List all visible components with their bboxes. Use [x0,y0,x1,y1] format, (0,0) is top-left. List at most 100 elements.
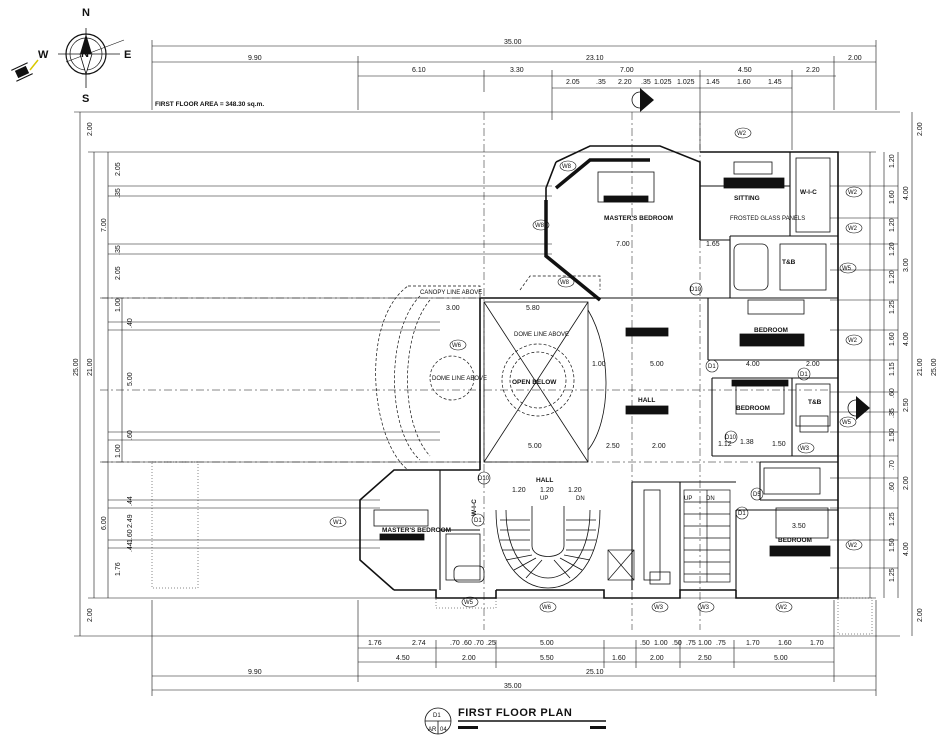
window-tag: W3 [797,442,815,454]
dim-right-in-15: 1.50 [889,538,896,552]
dim-left-in-12: 1.60 [127,529,134,543]
label-open-below: OPEN BELOW [512,379,557,386]
int-dim-13: 1.00 [592,361,606,368]
dim-top-r2-4: 4.50 [738,67,752,74]
door-tag: D5 [750,487,764,501]
dim-right-mid-4: 21.00 [917,358,924,376]
svg-text:W8: W8 [560,280,570,286]
window-tag: W3 [697,601,715,613]
window-tag: W6 [449,339,467,351]
int-dim-18: 1.20 [512,487,526,494]
dim-left-outer-2: 25.00 [73,358,80,376]
north-marker: N [81,48,89,60]
label-canopy-line: CANOPY LINE ABOVE [420,290,482,296]
furniture [373,157,831,585]
int-dim-17: 3.50 [792,523,806,530]
dim-right-in-8: 1.15 [889,362,896,376]
svg-text:W8: W8 [535,223,545,229]
dim-bot-r2-3: 5.50 [540,655,554,662]
dim-bot-r1-6: .25 [486,640,496,647]
dim-right-mid-2: 3.00 [903,258,910,272]
int-dim-3: 5.00 [650,361,664,368]
section-marker-icon [631,88,870,420]
svg-text:W3: W3 [800,446,810,452]
dim-top-2: 23.10 [586,55,604,62]
dim-bot-r2-2: 2.00 [462,655,476,662]
dim-top-r2-3: 7.00 [620,67,634,74]
int-dim-15: 1.12 [718,441,732,448]
dim-right-in-1: 1.20 [889,154,896,168]
window-tag: W1 [329,516,347,528]
door-tag: D1 [471,513,485,527]
dim-left-in-1: 2.05 [115,162,122,176]
label-bedroom-southeast: BEDROOM [778,537,812,544]
int-dim-8: 1.65 [706,241,720,248]
dim-top-r3-5: 1.025 [654,79,672,86]
dim-bot-r1-16: 1.70 [810,640,824,647]
window-tag: W2 [845,539,863,551]
int-dim-1: 5.80 [526,305,540,312]
dim-left-mid-1: 7.00 [101,218,108,232]
dim-bot-r1-5: .70 [474,640,484,647]
dim-right-in-4: 1.20 [889,242,896,256]
dim-left-outer-1: 2.00 [87,122,94,136]
svg-text:W2: W2 [737,131,747,137]
label-tb-mid: T&B [808,399,822,406]
dim-right-in-3: 1.20 [889,218,896,232]
dim-left-in-9: 1.00 [115,444,122,458]
dim-bot-r1-10: .50 [672,640,682,647]
dim-left-in-13: .44 [127,542,134,552]
dim-bot-r1-11: .75 [686,640,696,647]
dim-right-mid-6: 2.00 [903,476,910,490]
svg-text:W5: W5 [842,266,852,272]
window-tag: W5 [839,416,857,428]
int-dim-16: 1.50 [772,441,786,448]
door-tag: D10 [689,282,703,296]
dim-bot-r1-9: 1.00 [654,640,668,647]
staircase [495,506,601,589]
dim-right-in-16: 1.25 [889,568,896,582]
dim-bot-r2-5: 2.00 [650,655,664,662]
dim-left-in-4: 2.05 [115,266,122,280]
window-tag: W2 [775,601,793,613]
window-tag: W6 [539,601,557,613]
dim-left-mid-2: 21.00 [87,358,94,376]
dim-left-in-3: .35 [115,245,122,255]
label-wic-left: W-I-C [471,499,478,516]
label-frosted-glass: FROSTED GLASS PANELS [730,216,805,222]
svg-text:W2: W2 [848,190,858,196]
dim-right-in-2: 1.60 [889,190,896,204]
dim-top-r3-3: 2.20 [618,79,632,86]
dim-top-overall: 35.00 [504,39,522,46]
dim-bot-r1-8: .50 [640,640,650,647]
floor-area-note: FIRST FLOOR AREA = 348.30 sq.m. [155,101,264,108]
dim-bot-r1-13: .75 [716,640,726,647]
dim-right-in-5: 1.20 [889,270,896,284]
dim-top-r3-8: 1.60 [737,79,751,86]
label-tb-top: T&B [782,259,796,266]
label-bedroom-east-upper: BEDROOM [754,327,788,334]
dim-bot-r2-7: 5.00 [774,655,788,662]
door-tag: D1 [705,359,719,373]
label-sitting: SITTING [734,195,760,202]
svg-text:D5: D5 [753,492,761,498]
dim-bot-r2-4: 1.60 [612,655,626,662]
dim-right-in-7: 1.60 [889,332,896,346]
dim-top-r3-2: .35 [596,79,606,86]
dim-bot-r1-15: 1.60 [778,640,792,647]
dim-right-mid-1: 4.00 [903,186,910,200]
dim-bot-r2-6: 2.50 [698,655,712,662]
int-dim-19: 1.20 [540,487,554,494]
dim-right-in-13: .60 [889,482,896,492]
dim-left-in-14: 1.76 [115,562,122,576]
door-tag: D1 [797,367,811,381]
service-staircase [607,489,731,583]
dim-top-r2-2: 3.30 [510,67,524,74]
room-labels: MASTER'S BEDROOM SITTING W-I-C T&B FROST… [382,189,822,544]
dim-right-outer-2: 25.00 [931,358,938,376]
svg-text:D1: D1 [708,364,716,370]
window-tag: W2 [845,334,863,346]
label-bedroom-mid: BEDROOM [736,405,770,412]
dim-bot-r1-2: 2.74 [412,640,426,647]
